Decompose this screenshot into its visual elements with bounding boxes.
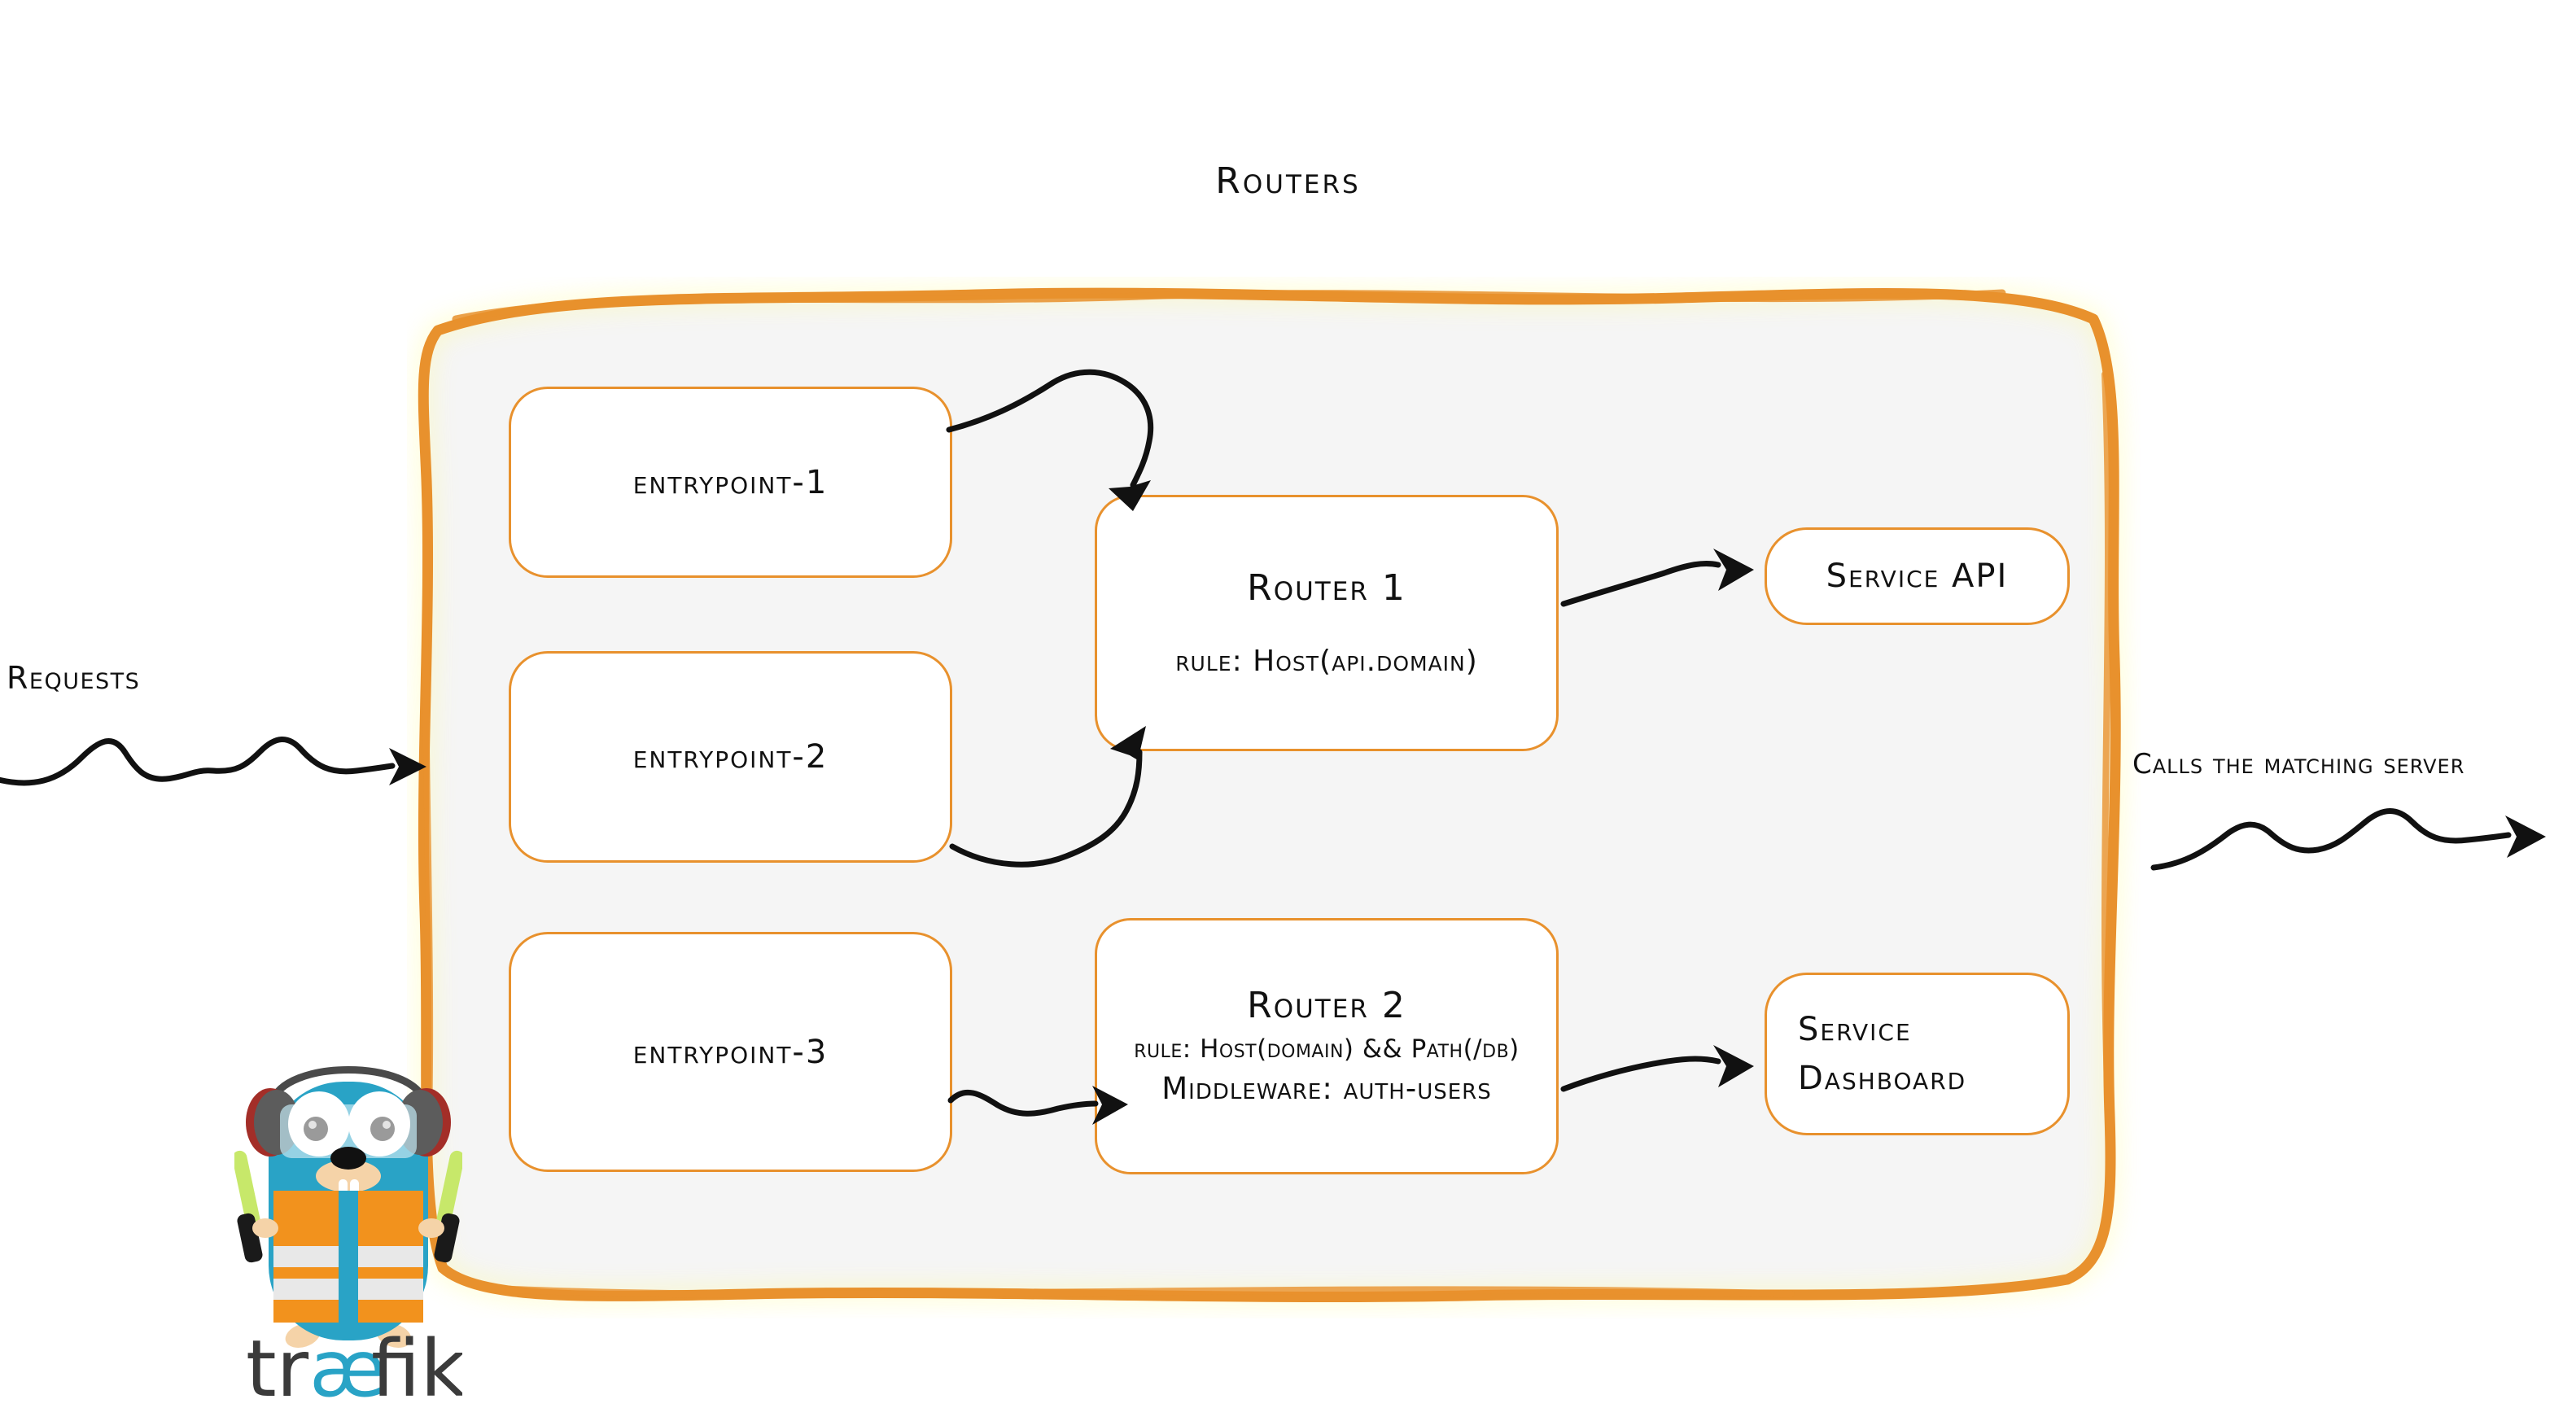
page-title: Routers xyxy=(1215,160,1361,202)
calls-matching-server-label: Calls the matching server xyxy=(2132,748,2465,781)
safety-vest xyxy=(273,1191,423,1323)
router-2-rule: rule: Host(domain) && Path(/db) xyxy=(1134,1034,1520,1064)
router-1-box[interactable]: Router 1 rule: Host(api.domain) xyxy=(1095,495,1559,751)
arrow-entrypoint1-to-router1 xyxy=(946,369,1154,511)
calls-matching-server-arrow xyxy=(2150,808,2546,871)
router-1-title: Router 1 xyxy=(1247,566,1406,609)
entrypoint-1-label: entrypoint-1 xyxy=(632,463,829,501)
service-dashboard-line1: Service xyxy=(1798,1011,1912,1048)
service-api-box[interactable]: Service API xyxy=(1765,527,2070,625)
traefik-wordmark-ligature: æ xyxy=(309,1323,386,1404)
service-dashboard-line2: Dashboard xyxy=(1798,1060,1967,1097)
entrypoint-3-box[interactable]: entrypoint-3 xyxy=(509,932,952,1172)
arrow-router1-to-service-api xyxy=(1560,549,1754,607)
entrypoint-2-box[interactable]: entrypoint-2 xyxy=(509,651,952,863)
arrow-router2-to-service-dashboard xyxy=(1560,1045,1754,1092)
service-dashboard-box[interactable]: Service Dashboard xyxy=(1765,973,2070,1135)
requests-arrow xyxy=(0,737,426,786)
traefik-wordmark-prefix: tr xyxy=(246,1323,309,1404)
entrypoint-1-box[interactable]: entrypoint-1 xyxy=(509,387,952,578)
service-api-label: Service API xyxy=(1826,558,2009,595)
eyes xyxy=(288,1091,410,1157)
entrypoint-3-label: entrypoint-3 xyxy=(632,1033,829,1071)
requests-label: Requests xyxy=(7,660,141,696)
router-1-rule: rule: Host(api.domain) xyxy=(1175,645,1478,679)
arrow-entrypoint2-to-router1 xyxy=(949,726,1146,868)
router-2-title: Router 2 xyxy=(1247,985,1406,1027)
entrypoint-2-label: entrypoint-2 xyxy=(632,738,829,776)
router-2-box[interactable]: Router 2 rule: Host(domain) && Path(/db)… xyxy=(1095,918,1559,1174)
arrow-entrypoint3-to-router2 xyxy=(947,1086,1128,1125)
traefik-logo: tr æ fik xyxy=(234,1054,462,1404)
router-2-middleware: Middleware: auth-users xyxy=(1161,1071,1492,1107)
traefik-wordmark-suffix: fik xyxy=(371,1323,462,1404)
